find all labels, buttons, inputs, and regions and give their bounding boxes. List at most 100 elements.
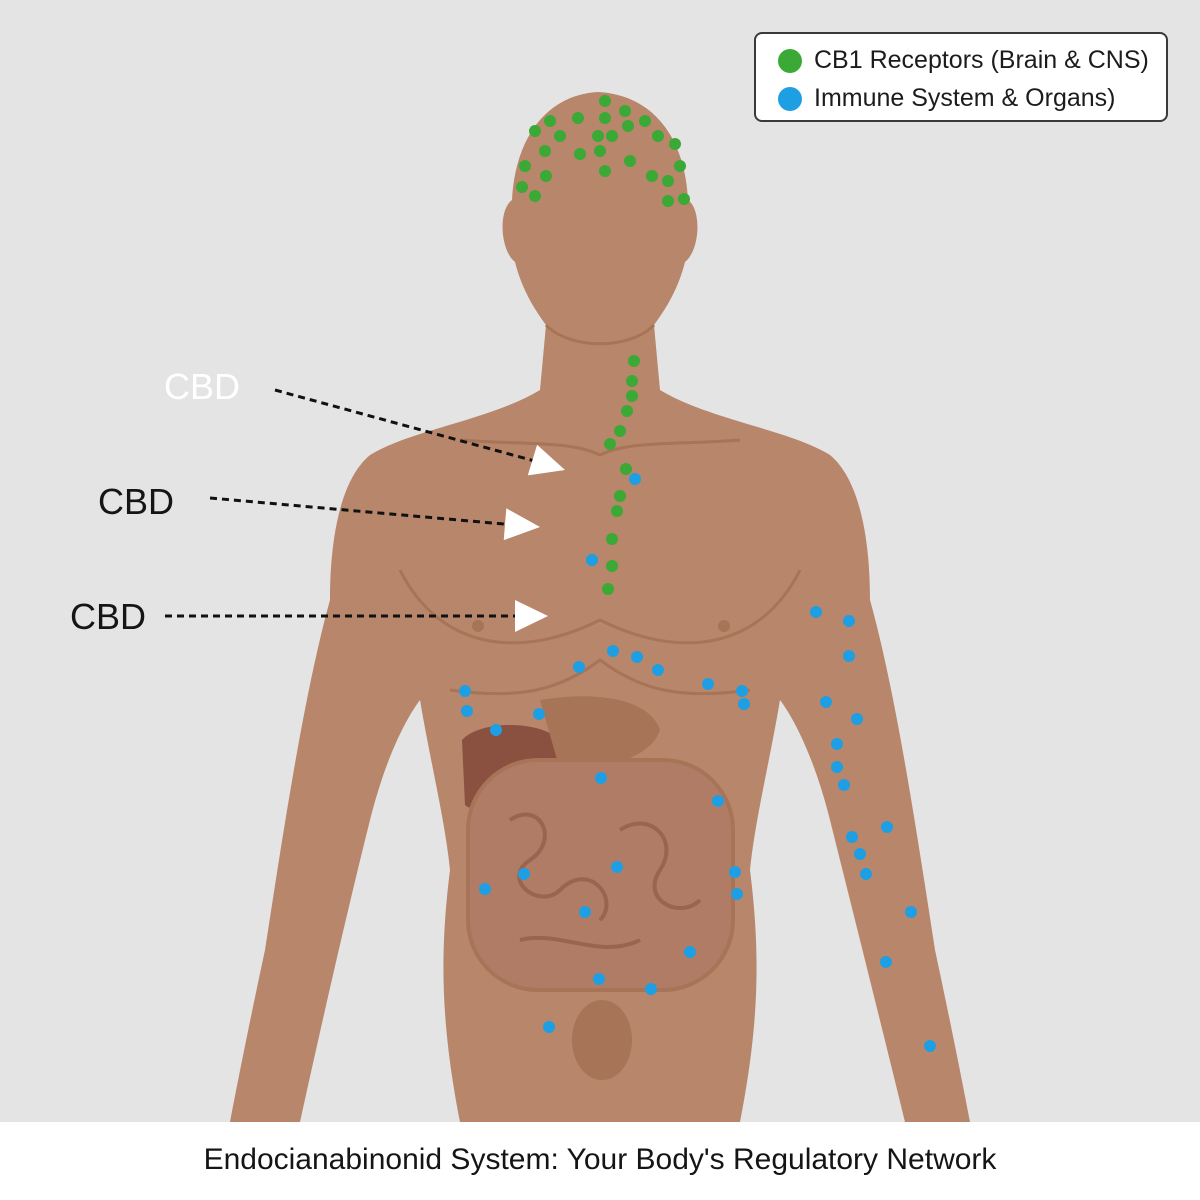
immune-receptor-dot bbox=[736, 685, 748, 697]
immune-receptor-dot bbox=[459, 685, 471, 697]
cb1-receptor-dot bbox=[628, 355, 640, 367]
cb1-receptor-dot bbox=[599, 95, 611, 107]
immune-receptor-dot bbox=[645, 983, 657, 995]
cbd-label-1: CBD bbox=[164, 366, 241, 407]
immune-receptor-dot bbox=[595, 772, 607, 784]
cb1-receptor-dot bbox=[592, 130, 604, 142]
legend-item-cb1: CB1 Receptors (Brain & CNS) bbox=[778, 46, 1149, 75]
cb1-receptor-dot bbox=[539, 145, 551, 157]
immune-receptor-dot bbox=[607, 645, 619, 657]
cbd-arrow-line-2 bbox=[209, 496, 516, 527]
immune-receptor-dot bbox=[860, 868, 872, 880]
immune-receptor-dot bbox=[820, 696, 832, 708]
bladder bbox=[572, 1000, 632, 1080]
collarbone-contour bbox=[459, 438, 741, 457]
cb1-receptor-dot bbox=[540, 170, 552, 182]
cbd-arrow-head-2 bbox=[503, 508, 540, 541]
cbd-label-3: CBD bbox=[70, 596, 147, 637]
intestine-loops bbox=[508, 812, 702, 950]
cb1-receptor-dot bbox=[614, 490, 626, 502]
immune-receptor-dot bbox=[490, 724, 502, 736]
cbd-arrow-head-1 bbox=[527, 444, 565, 476]
cb1-receptor-dot bbox=[669, 138, 681, 150]
cb1-receptor-dot bbox=[674, 160, 686, 172]
body-silhouette bbox=[230, 92, 970, 1122]
immune-receptor-dot bbox=[543, 1021, 555, 1033]
cb1-receptor-dot bbox=[611, 505, 623, 517]
immune-receptor-dot bbox=[854, 848, 866, 860]
cb1-receptor-dot bbox=[639, 115, 651, 127]
cb1-receptor-dot bbox=[529, 125, 541, 137]
nipple-right bbox=[718, 620, 730, 632]
cb1-receptor-dot bbox=[626, 375, 638, 387]
cb1-receptor-dot bbox=[606, 533, 618, 545]
immune-receptor-dot bbox=[738, 698, 750, 710]
immune-receptor-dot bbox=[611, 861, 623, 873]
cb1-receptor-dot bbox=[678, 193, 690, 205]
cb1-receptor-dot bbox=[606, 560, 618, 572]
immune-receptor-dot bbox=[924, 1040, 936, 1052]
cb1-receptor-dot bbox=[599, 165, 611, 177]
immune-receptor-dot bbox=[573, 661, 585, 673]
immune-receptor-dot bbox=[843, 650, 855, 662]
immune-receptor-dot bbox=[881, 821, 893, 833]
cb1-receptor-dot bbox=[646, 170, 658, 182]
immune-receptor-dot bbox=[880, 956, 892, 968]
cb1-receptor-dot bbox=[662, 175, 674, 187]
legend-label-cb1: CB1 Receptors (Brain & CNS) bbox=[814, 46, 1149, 74]
immune-receptor-dot bbox=[831, 738, 843, 750]
immune-receptor-dot bbox=[843, 615, 855, 627]
cbd-label-2: CBD bbox=[98, 481, 175, 522]
legend-item-immune: Immune System & Organs) bbox=[778, 84, 1115, 113]
immune-receptor-dot bbox=[810, 606, 822, 618]
cb1-swatch bbox=[778, 48, 802, 73]
cb1-receptor-dot bbox=[602, 583, 614, 595]
immune-receptor-dot bbox=[593, 973, 605, 985]
immune-receptor-dot bbox=[461, 705, 473, 717]
immune-receptor-dot bbox=[831, 761, 843, 773]
immune-receptor-dot bbox=[905, 906, 917, 918]
immune-receptor-dot bbox=[702, 678, 714, 690]
immune-receptor-dot bbox=[579, 906, 591, 918]
caption-bar bbox=[0, 1122, 1200, 1200]
immune-receptor-dot bbox=[586, 554, 598, 566]
cb1-receptor-dot bbox=[519, 160, 531, 172]
immune-swatch bbox=[778, 86, 802, 111]
immune-receptor-dot bbox=[631, 651, 643, 663]
cb1-receptor-dot bbox=[652, 130, 664, 142]
cb1-receptor-dot bbox=[626, 390, 638, 402]
immune-receptor-dot bbox=[652, 664, 664, 676]
nipple-left bbox=[472, 620, 484, 632]
cb1-receptor-dot bbox=[619, 105, 631, 117]
legend-label-immune: Immune System & Organs) bbox=[814, 84, 1116, 112]
stomach bbox=[540, 696, 660, 770]
cb1-receptor-dot bbox=[614, 425, 626, 437]
cb1-receptor-dot bbox=[554, 130, 566, 142]
cbd-arrow-line-1 bbox=[274, 388, 543, 465]
cb1-receptor-dot bbox=[606, 130, 618, 142]
cb1-receptor-dot bbox=[529, 190, 541, 202]
immune-receptor-dot bbox=[731, 888, 743, 900]
cb1-receptor-dot bbox=[516, 181, 528, 193]
cb1-receptor-dot bbox=[604, 438, 616, 450]
rib-contour bbox=[449, 658, 751, 696]
cb1-receptor-dot bbox=[594, 145, 606, 157]
cbd-arrow-head-3 bbox=[515, 600, 548, 632]
legend: CB1 Receptors (Brain & CNS) Immune Syste… bbox=[754, 32, 1168, 122]
immune-receptor-dot bbox=[712, 795, 724, 807]
immune-receptor-dot bbox=[838, 779, 850, 791]
cb1-receptor-dot bbox=[622, 120, 634, 132]
cb1-receptor-dot bbox=[621, 405, 633, 417]
cb1-receptor-dot bbox=[574, 148, 586, 160]
immune-receptor-dot bbox=[629, 473, 641, 485]
chest-contour bbox=[398, 569, 802, 645]
cb1-receptor-dot bbox=[620, 463, 632, 475]
cb1-receptor-dot bbox=[662, 195, 674, 207]
caption: Endocianabinonid System: Your Body's Reg… bbox=[203, 1143, 997, 1176]
immune-receptor-dot bbox=[851, 713, 863, 725]
immune-receptor-dot bbox=[533, 708, 545, 720]
neck-contour bbox=[544, 323, 656, 346]
cb1-receptor-dot bbox=[544, 115, 556, 127]
immune-receptor-dot bbox=[684, 946, 696, 958]
